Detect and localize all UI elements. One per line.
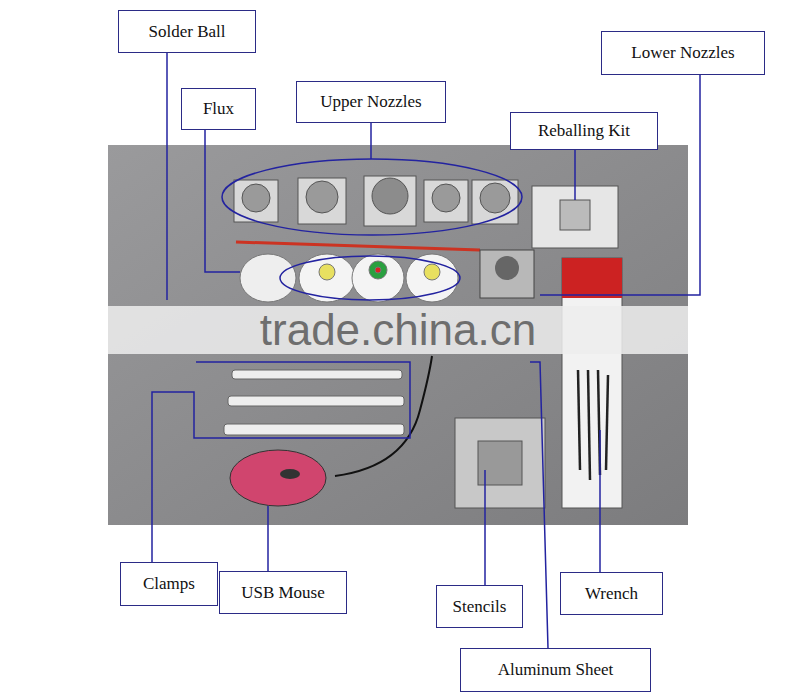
callout-box: Stencils [436, 585, 523, 628]
upper-nozzles [234, 176, 518, 226]
callout-box: Aluminum Sheet [460, 648, 651, 692]
callout-box: Wrench [560, 572, 663, 615]
usb-mouse [230, 450, 326, 506]
watermark-band: trade.china.cn [108, 306, 688, 354]
part-label: Stencils [453, 597, 507, 617]
watermark: trade.china.cn [260, 305, 536, 355]
callout-box: Upper Nozzles [296, 81, 446, 123]
jar-bracket [280, 256, 460, 300]
callout-box: Clamps [120, 562, 218, 606]
part-label: Solder Ball [149, 22, 226, 42]
part-label: Lower Nozzles [631, 43, 734, 63]
callout-box: USB Mouse [219, 571, 347, 614]
lower-nozzle [480, 250, 534, 298]
wrench-pack [562, 258, 622, 298]
part-label: Upper Nozzles [320, 92, 422, 112]
part-label: Wrench [585, 584, 638, 604]
part-label: Reballing Kit [538, 121, 630, 141]
callout-box: Solder Ball [118, 10, 256, 53]
callout-box: Flux [181, 88, 256, 130]
reballing-kit [560, 200, 590, 230]
hex-wrenches [578, 370, 608, 480]
lower-nozzle [495, 256, 519, 280]
callout-box: Lower Nozzles [601, 31, 765, 75]
photo-ground [108, 145, 688, 525]
part-label: Aluminum Sheet [498, 660, 614, 680]
part-label: Flux [203, 99, 234, 119]
clamps [224, 370, 404, 435]
brush [236, 242, 480, 250]
part-label: Clamps [143, 574, 195, 594]
stencil [455, 418, 545, 508]
nozzle-bracket [222, 159, 522, 235]
mouse-cable [335, 356, 432, 476]
callout-box: Reballing Kit [510, 112, 658, 150]
part-label: USB Mouse [241, 583, 325, 603]
usb-mouse [280, 469, 300, 479]
